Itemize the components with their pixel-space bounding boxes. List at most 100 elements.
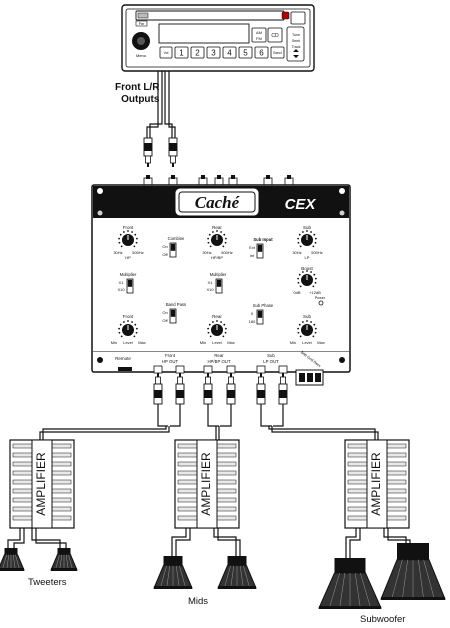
hu-button	[270, 46, 285, 59]
output-jack	[226, 365, 236, 374]
rear-level-knob-min: Min	[200, 340, 206, 345]
multiplier-rear-switch	[215, 278, 223, 294]
wire-rear	[207, 404, 232, 440]
combine-title: Combine	[168, 236, 185, 241]
boost-knob	[297, 270, 317, 288]
wire-mids	[171, 528, 237, 556]
power-led	[318, 300, 324, 306]
multiplier-front-title: Multiplier	[120, 272, 137, 277]
rca-plug-out-2-0	[256, 373, 266, 405]
sub-input-switch	[256, 243, 264, 259]
front-level-knob-title: Front	[123, 314, 134, 319]
front-outputs-label: Front L/R Outputs	[115, 82, 160, 105]
cd-button-label: CD	[271, 33, 279, 39]
rear-level-knob-level: Level	[212, 340, 222, 345]
combine-switch	[169, 242, 177, 258]
combine-off: Off	[162, 252, 168, 257]
multiplier-front-switch	[126, 278, 134, 294]
sub-phase-180: 180	[249, 319, 256, 324]
preset-label-2: 2	[195, 49, 200, 58]
front-out-label-top: Front	[165, 353, 176, 358]
subwoofer-right	[380, 543, 446, 600]
front-out-label-bottom: HP OUT	[162, 359, 179, 364]
sub-level-knob-title: Sub	[303, 314, 312, 319]
tweeter-left	[0, 548, 25, 571]
sub-freq-knob	[297, 230, 317, 248]
wire-sub	[260, 404, 379, 440]
fm-button-label: FM	[256, 36, 262, 41]
front-freq-knob-sub: HP	[125, 255, 131, 260]
front-freq-knob	[118, 230, 138, 248]
sub-input-title: Sub Input	[253, 237, 273, 242]
preset-button-5	[238, 46, 253, 59]
hu-button	[135, 20, 148, 27]
rear-level-knob-title: Rear	[212, 314, 222, 319]
sub-phase-0: 0	[251, 311, 254, 316]
wire-tweeters	[13, 528, 67, 548]
band-pass-on: On	[162, 310, 167, 315]
rear-level-knob-max: Max	[227, 340, 235, 345]
multiplier-rear-x1: X1	[208, 280, 214, 285]
boost-power-label: Power	[315, 296, 326, 300]
sub-freq-knob-low: 30Hz	[292, 250, 301, 255]
output-jack	[175, 365, 185, 374]
seek-label: Seek	[292, 39, 300, 43]
rear-freq-knob-low: 30Hz	[202, 250, 211, 255]
preset-button-2	[190, 46, 205, 59]
sub-phase-title: Sub Phase	[253, 303, 274, 308]
sub-phase-switch	[256, 309, 264, 325]
sub-level-knob-level: Level	[302, 340, 312, 345]
model-logo: CEX	[285, 196, 317, 213]
sub-freq-knob-title: Sub	[303, 225, 312, 230]
rear-freq-knob-sub: HP/BP	[211, 255, 223, 260]
remote-label: Remote	[115, 356, 131, 361]
sub-input-int: Int	[250, 253, 255, 258]
rear-out-label-top: Rear	[214, 353, 224, 358]
rear-freq-knob	[207, 230, 227, 248]
band-pass-off: Off	[162, 318, 168, 323]
multiplier-rear-x10: X10	[206, 287, 214, 292]
rca-plug-front-right	[168, 137, 178, 167]
output-jack	[256, 365, 266, 374]
boost-high: +12dB	[309, 290, 321, 295]
output-jack	[203, 365, 213, 374]
rca-plug-front-left	[143, 137, 153, 167]
boost-title: Boost	[301, 266, 313, 271]
mid-left	[153, 556, 193, 589]
tune-label: Tune	[292, 33, 300, 37]
rear-freq-knob-title: Rear	[212, 225, 222, 230]
tweeter-right	[50, 548, 78, 571]
amplifier-rear-label: AMPLIFIER	[199, 452, 213, 516]
preset-button-4	[222, 46, 237, 59]
band-pass-switch	[169, 308, 177, 324]
wire-sub	[268, 426, 376, 440]
am-button-label: AM	[256, 30, 262, 35]
sub-level-knob	[297, 320, 317, 338]
hu-button-label: Vol	[164, 51, 169, 55]
front-level-knob-level: Level	[123, 340, 133, 345]
amplifier-front: AMPLIFIER	[9, 439, 75, 529]
mid-right	[217, 556, 257, 589]
preset-button-1	[174, 46, 189, 59]
amplifier-sub-label: AMPLIFIER	[369, 452, 383, 516]
preset-label-3: 3	[211, 49, 216, 58]
hu-button	[159, 46, 173, 59]
rear-freq-knob-high: 500Hz	[221, 250, 233, 255]
knob-label: Menu	[136, 53, 146, 58]
rca-plug-out-0-1	[175, 373, 185, 405]
boost-low: 0dB	[293, 290, 300, 295]
head-unit-wires	[146, 71, 176, 138]
rca-plug-out-1-1	[226, 373, 236, 405]
sub-level-knob-min: Min	[290, 340, 296, 345]
front-freq-knob-low: 30Hz	[113, 250, 122, 255]
brand-logo: Caché	[195, 193, 241, 212]
front-freq-knob-high: 500Hz	[132, 250, 144, 255]
preset-button-6	[254, 46, 269, 59]
tweeters-label: Tweeters	[28, 577, 67, 588]
combine-on: On	[162, 244, 167, 249]
hu-button-label: Band	[273, 51, 281, 55]
